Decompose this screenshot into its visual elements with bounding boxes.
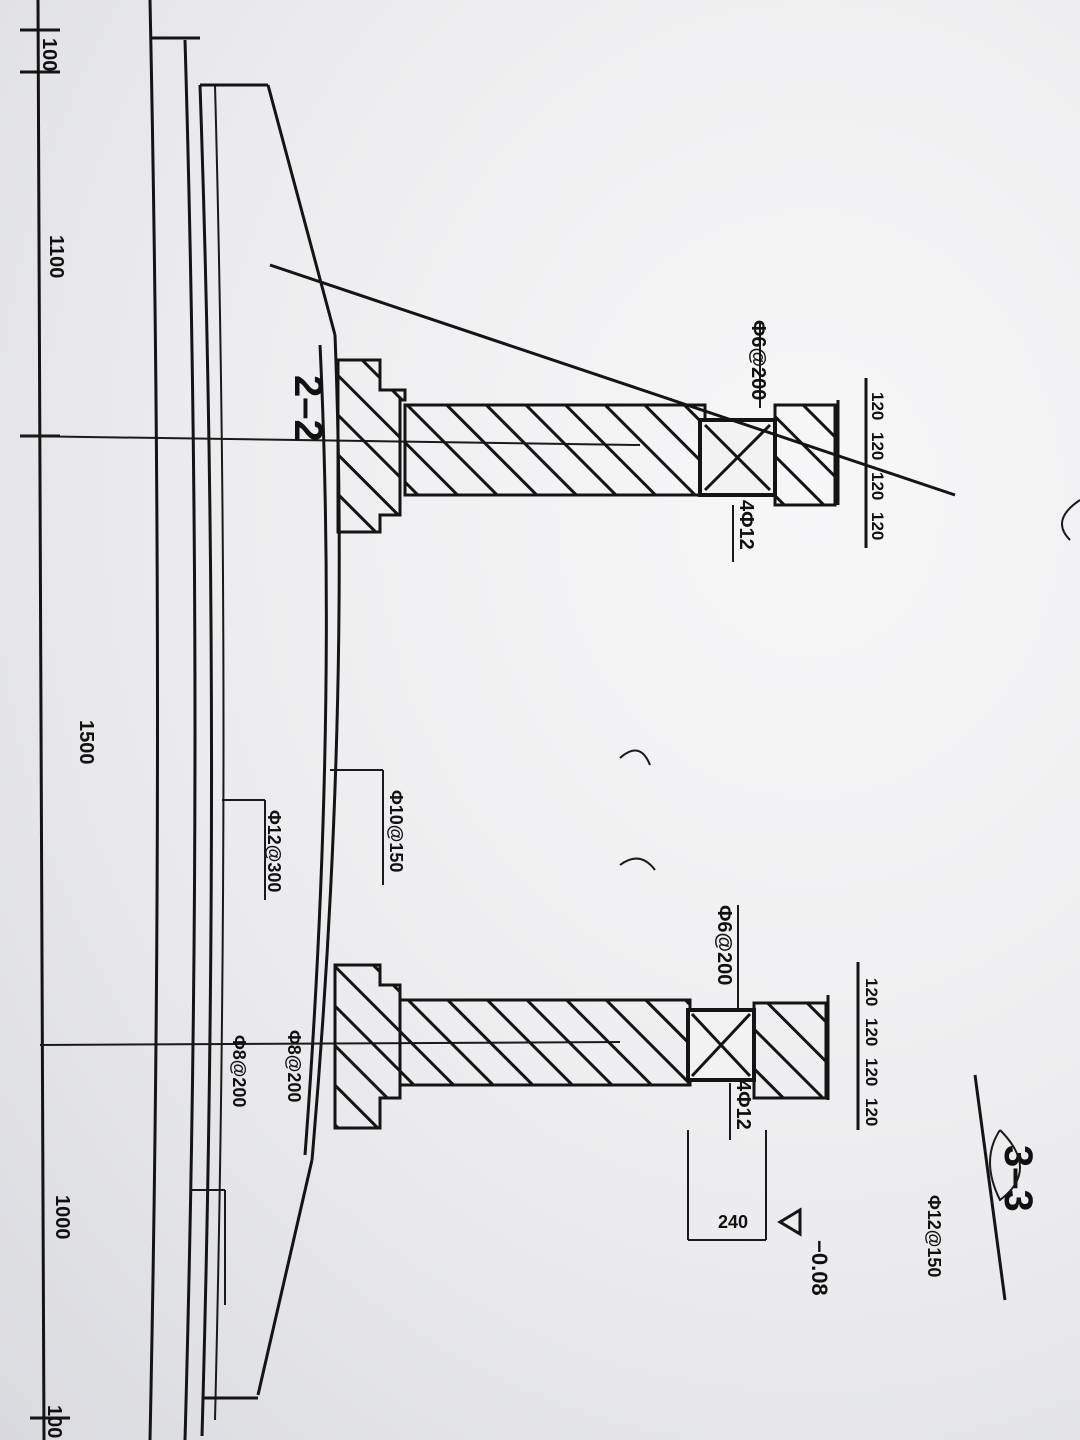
footing-slab-lines: [148, 0, 341, 1440]
dim-right-1000: 1000: [51, 1195, 73, 1240]
dim-240: 240: [718, 1212, 748, 1232]
column-2-2: [336, 322, 868, 562]
col1-stirrup-label: Φ6@200: [747, 320, 769, 400]
rebar-leaders: [190, 769, 802, 1305]
rebar-label-3: Φ8@200: [284, 1030, 304, 1102]
column-base-hatch: [336, 358, 407, 534]
col2-dim-4: 120: [862, 1098, 881, 1126]
title-underline-2-2: [269, 263, 956, 497]
title-underline-3-3: [973, 1074, 1007, 1301]
col1-dim-1: 120: [868, 392, 887, 420]
dim-left-100: 100: [38, 38, 60, 71]
column-3-3: [333, 905, 860, 1140]
rebar-label-4: Φ8@200: [229, 1035, 249, 1107]
rebar-label-2: Φ12@300: [264, 810, 284, 892]
col2-dim-1: 120: [862, 978, 881, 1006]
column-shaft-hatch: [403, 403, 707, 497]
col1-dim-3: 120: [868, 472, 887, 500]
col2-dim-2: 120: [862, 1018, 881, 1046]
handwritten-marks: [619, 499, 1080, 1202]
col1-mainbar-label: 4Φ12: [735, 500, 757, 550]
col2-dim-3: 120: [862, 1058, 881, 1086]
col2-stirrup-label: Φ6@200: [713, 905, 735, 985]
dim-mid-1500: 1500: [75, 720, 97, 765]
dim-right-100: 100: [43, 1405, 65, 1438]
elevation-label: −0.08: [807, 1240, 832, 1296]
rebar-label-5: Φ12@150: [924, 1195, 944, 1277]
col1-dim-2: 120: [868, 432, 887, 460]
rebar-label-1: Φ10@150: [386, 790, 406, 872]
centreline-marks: [19, 435, 641, 1046]
col2-mainbar-label: 4Φ12: [732, 1080, 754, 1130]
section-title-2-2: 2–2: [286, 375, 330, 442]
col1-dim-4: 120: [868, 512, 887, 540]
dim-left-1100: 1100: [45, 235, 67, 278]
